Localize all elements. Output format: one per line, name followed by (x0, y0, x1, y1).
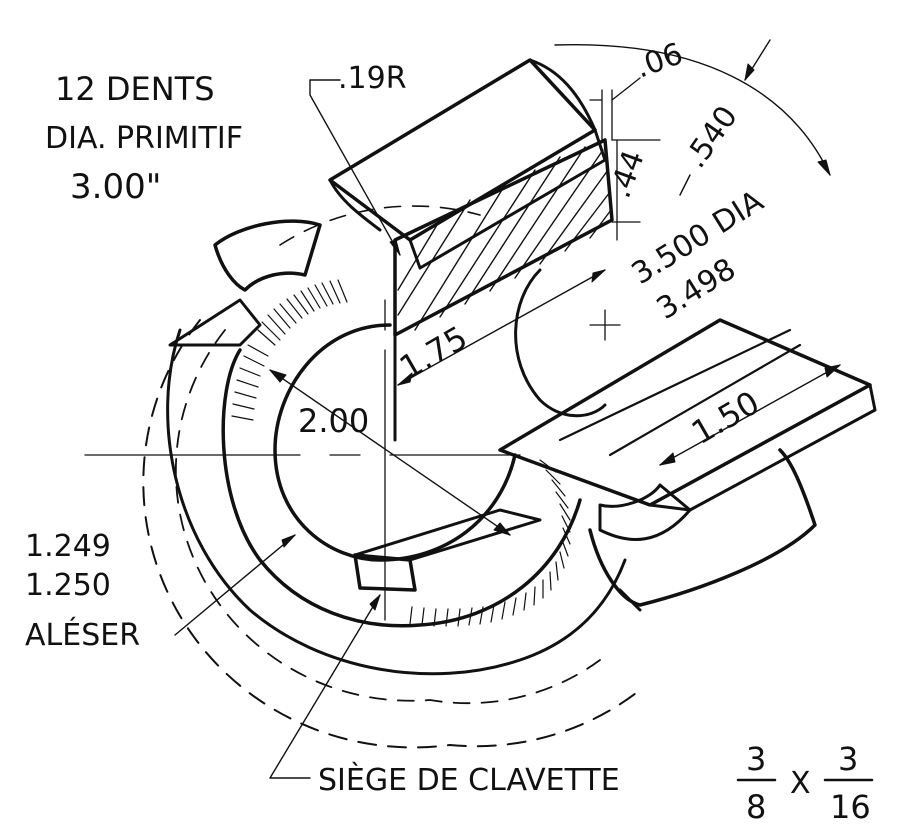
keyseat-label: SIÈGE DE CLAVETTE (318, 762, 620, 798)
tooth-upper-back (328, 178, 382, 232)
dim-dia-arc (554, 43, 831, 176)
hub-knurl-right (409, 459, 571, 627)
keyseat (353, 553, 417, 592)
bore-rear (514, 268, 607, 418)
tooth-right-front (648, 383, 877, 512)
key-length-label: 1.50 (685, 383, 766, 452)
fillet-label: .19R (338, 61, 407, 96)
keyseat-channel (353, 508, 542, 562)
dim-06-ext (601, 89, 613, 141)
hub-knurl-left (231, 279, 348, 421)
tooth-left (213, 219, 322, 292)
keyseat-leader (269, 594, 381, 779)
tooth-upper-arc (528, 58, 597, 132)
teeth-label: 12 DENTS (55, 70, 215, 108)
section-hatching (397, 146, 612, 331)
keyseat-times: X (790, 766, 811, 801)
tooth-depth-label: .44 (603, 146, 652, 203)
tooth-right-lower (598, 483, 692, 541)
fillet-arrow (389, 239, 401, 256)
dim-175-arrow-b (591, 269, 606, 283)
dim-175-arrow-a (397, 372, 413, 386)
pitch-label: DIA. PRIMITIF (45, 121, 243, 156)
hub-ring-outer (166, 328, 627, 676)
tooth-upper-front (408, 128, 607, 270)
hub-ring (221, 348, 582, 628)
fillet-leader (309, 79, 401, 256)
tooth-gap-label: .06 (631, 36, 688, 85)
gear-rim-right-inner (618, 588, 642, 612)
pitch-circle-inner (174, 329, 601, 705)
dim-150-arrow-a (659, 452, 676, 466)
top-dim-label: .540 (678, 100, 745, 175)
tooth-right-groove (558, 328, 802, 457)
dim-150-line (659, 364, 841, 466)
bore-arrow (281, 534, 296, 548)
dim-44-line (611, 139, 661, 241)
hub-label: 2.00 (298, 402, 369, 440)
dim-200-arrow-a (269, 369, 287, 383)
dim-200-line (269, 369, 511, 536)
bore-leader (174, 534, 296, 636)
section-face (393, 138, 614, 337)
center-lines (84, 299, 621, 621)
dim-dia-arrow (817, 159, 831, 176)
dim-540-arrow (744, 63, 755, 81)
pitch-circle-top (279, 205, 481, 246)
gear-rim-right (588, 448, 817, 607)
pitch-circle-outer (142, 319, 641, 749)
pitch-value: 3.00" (70, 167, 161, 207)
dim-200-arrow-b (493, 522, 511, 536)
dim-175-line (397, 269, 606, 386)
dim-06-leader (589, 77, 641, 101)
bore-note-label: ALÉSER (25, 617, 140, 653)
tooth-left-flank (168, 298, 262, 347)
bore-circle (273, 323, 517, 562)
bore-lower-label: 1.250 (25, 568, 111, 603)
frac2-den: 16 (830, 788, 871, 826)
frac1-den: 8 (746, 788, 766, 826)
frac2-num: 3 (838, 740, 858, 778)
frac1-num: 3 (746, 740, 766, 778)
keyseat-arrow (369, 594, 381, 611)
bore-upper-label: 1.249 (25, 529, 111, 564)
dim-150-arrow-b (824, 364, 841, 378)
